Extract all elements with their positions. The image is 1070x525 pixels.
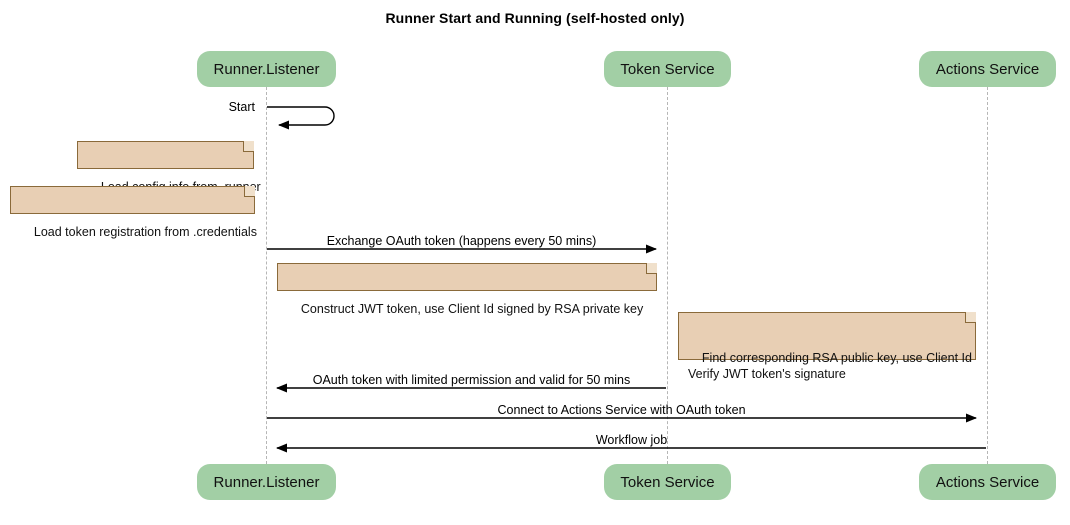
participant-label: Token Service bbox=[620, 60, 715, 78]
participant-actions-top[interactable]: Actions Service bbox=[919, 51, 1056, 87]
participant-actions-bottom[interactable]: Actions Service bbox=[919, 464, 1056, 500]
lifeline-actions bbox=[987, 87, 988, 464]
message-arrow-start bbox=[267, 106, 335, 130]
participant-token-bottom[interactable]: Token Service bbox=[604, 464, 731, 500]
note-fold-icon bbox=[965, 312, 976, 323]
participant-runner-bottom[interactable]: Runner.Listener bbox=[197, 464, 336, 500]
participant-token-top[interactable]: Token Service bbox=[604, 51, 731, 87]
message-label-workflow-job: Workflow job bbox=[595, 433, 668, 447]
participant-runner-top[interactable]: Runner.Listener bbox=[197, 51, 336, 87]
note-load-config-info: Load config info from .runner bbox=[77, 141, 261, 194]
message-label-start: Start bbox=[228, 100, 255, 114]
note-fold-icon bbox=[646, 263, 657, 274]
note-fold-icon bbox=[244, 186, 255, 197]
participant-label: Token Service bbox=[620, 473, 715, 491]
note-text: Load token registration from .credential… bbox=[33, 225, 257, 239]
participant-label: Runner.Listener bbox=[213, 473, 320, 491]
lifeline-token bbox=[667, 87, 668, 464]
note-find-rsa-public-key: Find corresponding RSA public key, use C… bbox=[678, 312, 976, 381]
note-text: Construct JWT token, use Client Id signe… bbox=[300, 302, 644, 316]
note-fold-icon bbox=[243, 141, 254, 152]
note-text: Find corresponding RSA public key, use C… bbox=[688, 351, 972, 381]
message-label-exchange-oauth-token: Exchange OAuth token (happens every 50 m… bbox=[326, 234, 597, 248]
participant-label: Actions Service bbox=[935, 473, 1040, 491]
diagram-title: Runner Start and Running (self-hosted on… bbox=[385, 10, 685, 26]
lifeline-runner bbox=[266, 87, 267, 464]
note-construct-jwt-token: Construct JWT token, use Client Id signe… bbox=[277, 263, 657, 316]
participant-label: Runner.Listener bbox=[213, 60, 320, 78]
note-load-token-registration: Load token registration from .credential… bbox=[10, 186, 257, 239]
message-label-connect-actions-service: Connect to Actions Service with OAuth to… bbox=[497, 403, 746, 417]
message-label-oauth-token-return: OAuth token with limited permission and … bbox=[312, 373, 631, 387]
participant-label: Actions Service bbox=[935, 60, 1040, 78]
